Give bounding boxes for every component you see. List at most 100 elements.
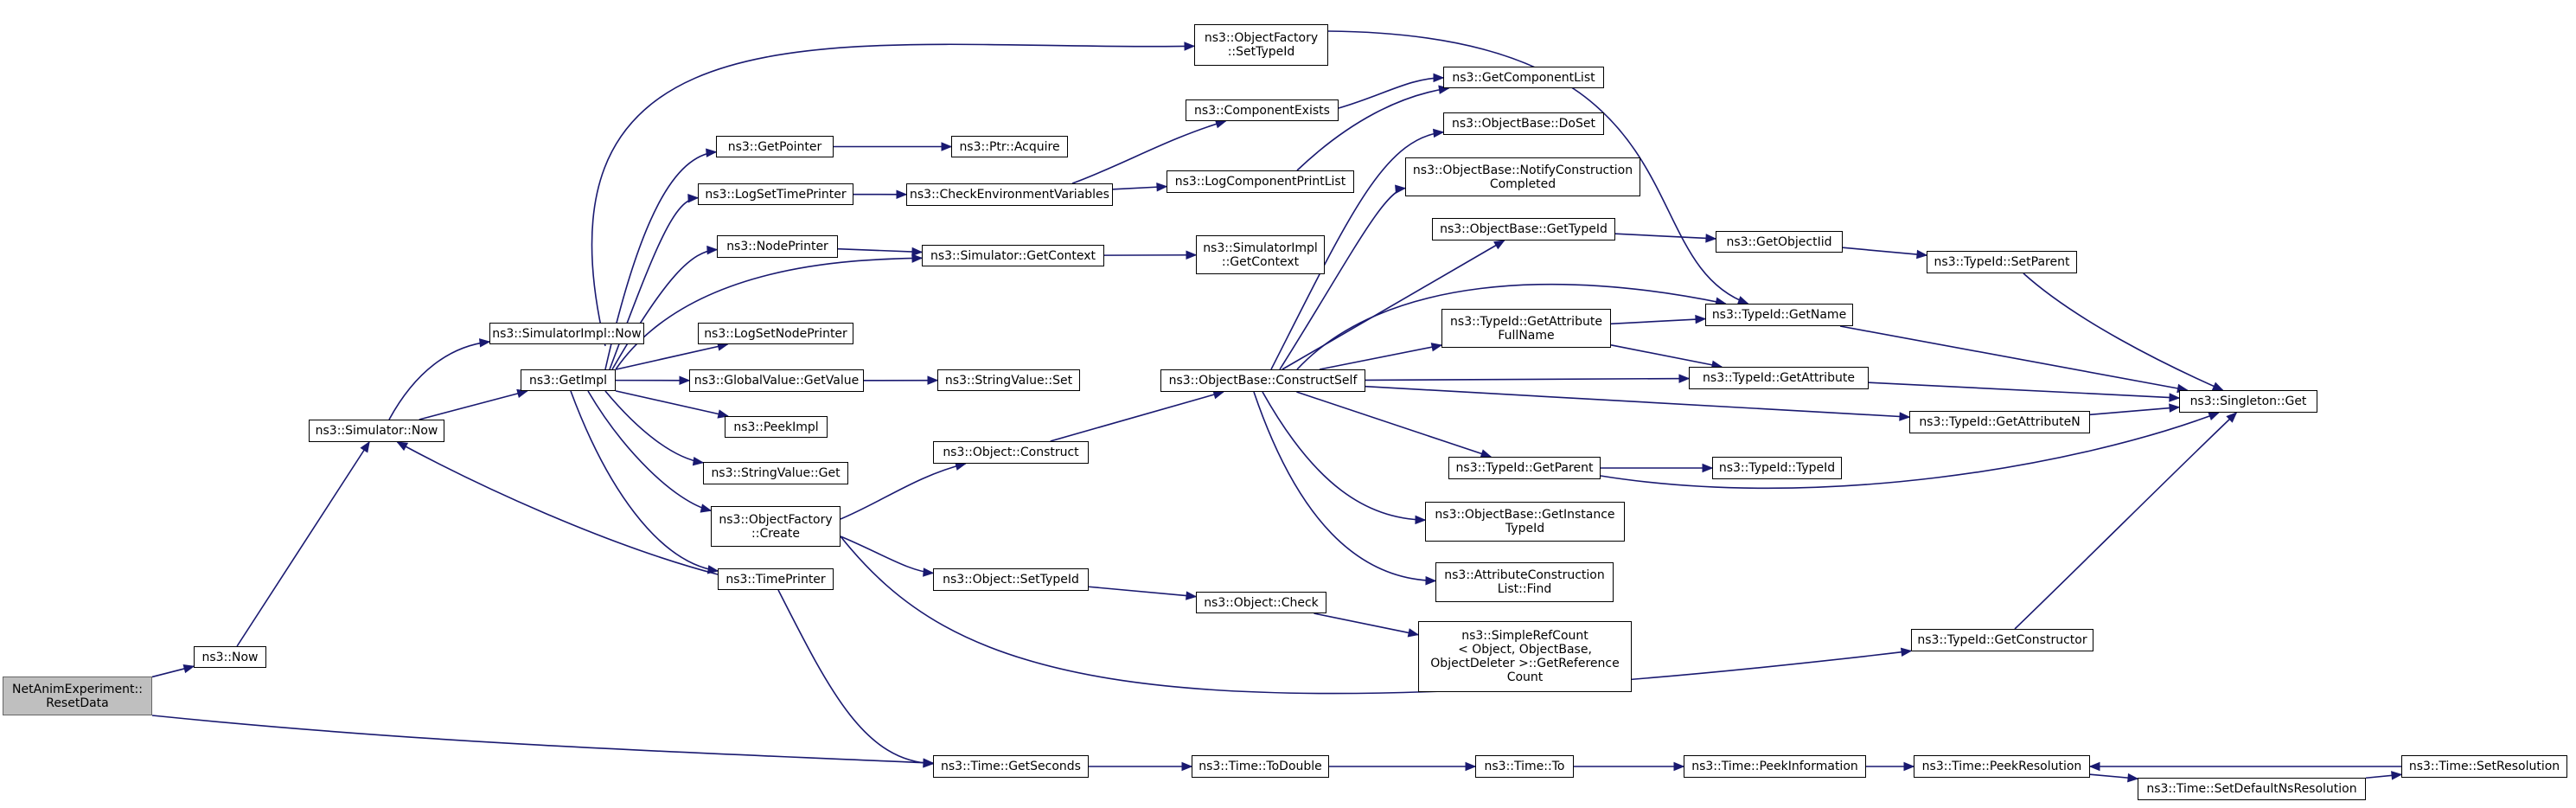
edge-timeprinter-to-timegetseconds — [777, 589, 935, 768]
node-getconstructor[interactable]: ns3::TypeId::GetConstructor — [1911, 629, 2093, 651]
node-now[interactable]: ns3::Now — [194, 646, 266, 668]
node-label-line: ns3::ObjectBase::NotifyConstruction — [1412, 163, 1633, 177]
edge-objfactorycreate-to-objectconstruct — [840, 461, 967, 520]
node-simimplgetcontext[interactable]: ns3::SimulatorImpl::GetContext — [1196, 235, 1325, 274]
node-label-line: ns3::SimulatorImpl — [1203, 240, 1318, 255]
node-objfactorysettypeid[interactable]: ns3::ObjectFactory::SetTypeId — [1194, 24, 1328, 66]
edge-typeidgetparent-to-typeidtypeid — [1601, 463, 1714, 473]
node-getpointer[interactable]: ns3::GetPointer — [716, 136, 834, 157]
node-label-line: TypeId — [1505, 522, 1545, 535]
node-objfactorycreate[interactable]: ns3::ObjectFactory::Create — [711, 506, 841, 547]
node-root: NetAnimExperiment::ResetData — [3, 677, 152, 715]
edge-constructself-to-getattributen — [1365, 385, 1911, 421]
edge-arrowhead — [923, 759, 935, 768]
node-objectconstruct[interactable]: ns3::Object::Construct — [933, 441, 1089, 464]
node-singletonget[interactable]: ns3::Singleton::Get — [2179, 390, 2317, 413]
edge-line — [1262, 391, 1426, 521]
edge-arrowhead — [1186, 250, 1198, 260]
edge-line — [236, 441, 370, 647]
node-label-line: ns3::TimePrinter — [725, 572, 826, 587]
edge-arrowhead — [1705, 234, 1717, 243]
edge-arrowhead — [1415, 515, 1427, 525]
node-peekinformation[interactable]: ns3::Time::PeekInformation — [1684, 755, 1866, 778]
node-timeto[interactable]: ns3::Time::To — [1475, 755, 1574, 778]
node-constructself[interactable]: ns3::ObjectBase::ConstructSelf — [1160, 369, 1365, 392]
edge-typeidsetparent-to-singletonget — [2023, 273, 2224, 391]
edge-line — [591, 43, 1195, 347]
graph-edges — [151, 30, 2403, 783]
node-getattributen[interactable]: ns3::TypeId::GetAttributeN — [1909, 411, 2090, 433]
node-ptracquire[interactable]: ns3::Ptr::Acquire — [951, 136, 1068, 157]
edge-arrowhead — [1673, 761, 1685, 772]
node-label-line: ns3::TypeId::SetParent — [1934, 255, 2070, 269]
node-label-line: List::Find — [1497, 582, 1552, 596]
edge-line — [840, 463, 966, 520]
node-componentexists[interactable]: ns3::ComponentExists — [1186, 99, 1339, 121]
node-typeidgetname[interactable]: ns3::TypeId::GetName — [1705, 304, 1853, 326]
node-objbasegettypeid[interactable]: ns3::ObjectBase::GetTypeId — [1432, 218, 1615, 240]
node-peekimpl[interactable]: ns3::PeekImpl — [725, 416, 828, 438]
node-label-line: ::Create — [751, 526, 800, 541]
node-stringvalueget[interactable]: ns3::StringValue::Get — [703, 462, 848, 484]
node-label-line: ns3::PeekImpl — [733, 420, 819, 434]
node-logcomponentprintlist[interactable]: ns3::LogComponentPrintList — [1167, 170, 1354, 193]
edge-line — [611, 248, 718, 370]
node-simimplnow[interactable]: ns3::SimulatorImpl::Now — [489, 323, 644, 344]
edge-line — [1365, 377, 1690, 382]
node-label-line: ns3::ObjectFactory — [719, 512, 833, 527]
edge-line — [1614, 233, 1716, 240]
edge-arrowhead — [1465, 761, 1477, 772]
node-simnow[interactable]: ns3::Simulator::Now — [309, 420, 444, 442]
edge-arrowhead — [396, 441, 409, 452]
node-getimpl[interactable]: ns3::GetImpl — [521, 369, 616, 391]
edge-arrowhead — [896, 189, 908, 200]
node-label-line: ns3::GetObjectIid — [1726, 234, 1832, 249]
edge-objbasegettypeid-to-getobjectiid — [1614, 233, 1717, 243]
edge-line — [1071, 120, 1226, 184]
edge-arrowhead — [692, 456, 705, 466]
edge-now-to-simnow — [236, 440, 370, 647]
node-label-line: ResetData — [46, 696, 109, 710]
edge-arrowhead — [706, 245, 719, 255]
node-timetodouble[interactable]: ns3::Time::ToDouble — [1192, 755, 1329, 778]
edge-line — [1319, 344, 1442, 370]
node-peekresolution[interactable]: ns3::Time::PeekResolution — [1914, 755, 2090, 778]
edge-setresolution-to-peekresolution — [2088, 761, 2401, 772]
node-label-line: ::SetTypeId — [1227, 45, 1295, 59]
node-simplerefcount[interactable]: ns3::SimpleRefCount< Object, ObjectBase,… — [1418, 621, 1632, 692]
node-getcomponentlist[interactable]: ns3::GetComponentList — [1443, 67, 1604, 88]
node-nodeprinter[interactable]: ns3::NodePrinter — [717, 235, 838, 258]
node-label-line: ns3::Simulator::GetContext — [930, 248, 1096, 263]
node-label-line: ns3::TypeId::GetAttribute — [1703, 371, 1855, 385]
node-logsetnodeprinter[interactable]: ns3::LogSetNodePrinter — [698, 323, 853, 344]
node-timeprinter[interactable]: ns3::TimePrinter — [718, 568, 834, 590]
node-stringvalueset[interactable]: ns3::StringValue::Set — [937, 369, 1080, 391]
node-typeidtypeid[interactable]: ns3::TypeId::TypeId — [1712, 457, 1842, 479]
node-setresolution[interactable]: ns3::Time::SetResolution — [2401, 755, 2567, 778]
node-typeidsetparent[interactable]: ns3::TypeId::SetParent — [1927, 251, 2077, 273]
node-objectcheck[interactable]: ns3::Object::Check — [1196, 592, 1326, 613]
edge-line — [1338, 77, 1444, 109]
edge-getattributefullname-to-typeidgetname — [1610, 314, 1707, 325]
node-doset[interactable]: ns3::ObjectBase::DoSet — [1443, 112, 1604, 135]
node-globalvaluegetvalue[interactable]: ns3::GlobalValue::GetValue — [689, 369, 864, 392]
node-label-line: ns3::Time::PeekResolution — [1921, 760, 2082, 773]
node-typeidgetparent[interactable]: ns3::TypeId::GetParent — [1448, 457, 1601, 479]
node-logsettimeprinter[interactable]: ns3::LogSetTimePrinter — [698, 183, 853, 205]
edge-line — [1842, 247, 1927, 256]
node-label-line: ns3::Now — [201, 650, 259, 664]
node-simgetcontext[interactable]: ns3::Simulator::GetContext — [922, 245, 1104, 266]
node-getobjectiid[interactable]: ns3::GetObjectIid — [1716, 231, 1843, 253]
node-setdefaultnsresolution[interactable]: ns3::Time::SetDefaultNsResolution — [2138, 778, 2366, 800]
edge-timeto-to-peekinformation — [1574, 761, 1685, 772]
edge-line — [615, 390, 729, 417]
node-label-line: ns3::GetImpl — [528, 373, 607, 388]
node-objectsettypeid[interactable]: ns3::Object::SetTypeId — [933, 568, 1089, 591]
node-timegetseconds[interactable]: ns3::Time::GetSeconds — [933, 755, 1089, 778]
node-checkenv[interactable]: ns3::CheckEnvironmentVariables — [906, 183, 1113, 206]
node-typeidgetattribute[interactable]: ns3::TypeId::GetAttribute — [1689, 367, 1869, 389]
